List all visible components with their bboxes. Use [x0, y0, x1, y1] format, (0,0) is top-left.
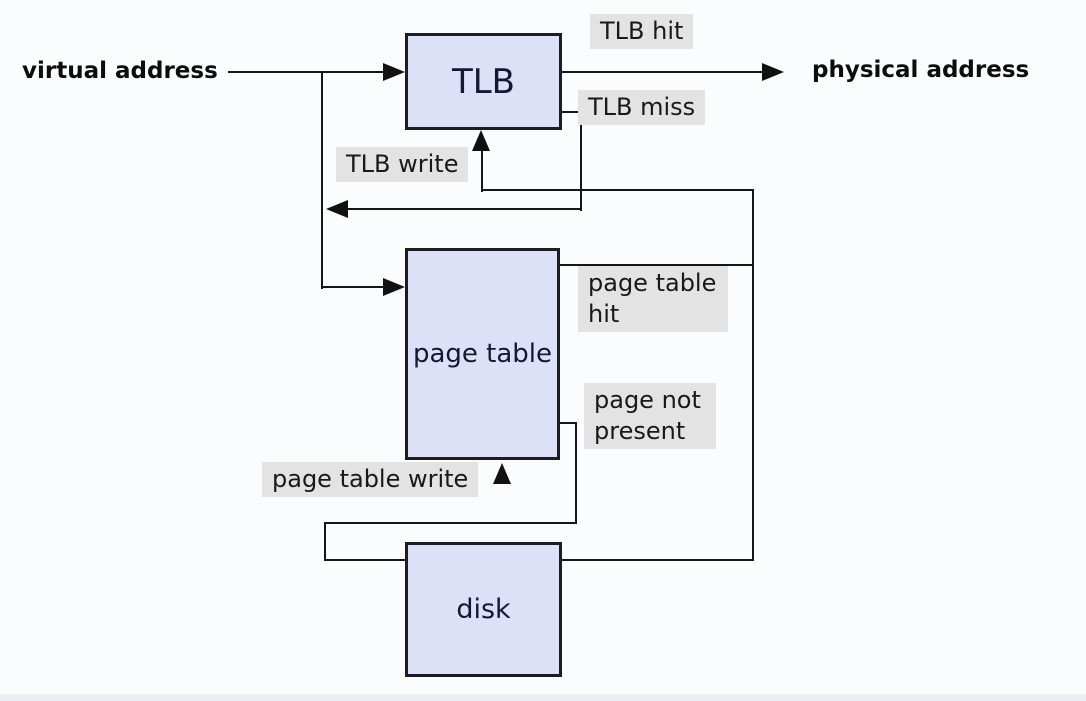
disk-node: disk	[405, 542, 562, 677]
page-table-hit-label: page table hit	[578, 266, 728, 333]
page-table-hit-line	[560, 264, 754, 266]
page-not-present-label: page not present	[584, 383, 716, 450]
page-not-present-vertical-line	[575, 422, 577, 524]
tlb-hit-label: TLB hit	[590, 14, 694, 50]
virtual-address-text: virtual address	[22, 58, 218, 84]
arrowhead-to-physical-address-icon	[762, 63, 784, 81]
disk-entry-line	[324, 559, 407, 561]
tlb-miss-stub-line	[562, 111, 582, 113]
right-return-vertical-line	[752, 189, 754, 561]
disk-approach-vertical-line	[324, 522, 326, 561]
virtual-address-branch-line	[321, 71, 323, 289]
page-not-present-stub-line	[560, 422, 577, 424]
tlb-node-label: TLB	[451, 61, 516, 102]
page-table-node: page table	[405, 248, 560, 460]
branch-to-page-table-line	[321, 286, 387, 288]
page-not-present-horizontal-line	[324, 522, 577, 524]
disk-node-label: disk	[456, 594, 511, 625]
arrowhead-into-page-table-icon	[383, 278, 405, 296]
bottom-strip	[0, 694, 1086, 701]
tlb-write-label: TLB write	[336, 147, 469, 183]
tlb-miss-label: TLB miss	[578, 90, 706, 126]
page-table-write-label: page table write	[262, 462, 479, 498]
arrowhead-tlb-write-icon	[472, 130, 490, 151]
physical-address-text: physical address	[812, 57, 1030, 83]
virtual-address-to-tlb-line	[228, 71, 386, 73]
tlb-to-physical-address-line	[562, 71, 764, 73]
arrowhead-tlb-miss-merge-icon	[326, 200, 348, 218]
arrowhead-into-tlb-icon	[383, 63, 405, 81]
tlb-write-horizontal-line	[481, 189, 754, 191]
tlb-node: TLB	[405, 33, 562, 130]
disk-output-line	[560, 559, 754, 561]
tlb-miss-vertical-line	[580, 111, 582, 211]
arrowhead-page-table-write-icon	[493, 463, 511, 484]
tlb-miss-horizontal-line	[344, 208, 582, 210]
page-table-node-label: page table	[412, 339, 553, 369]
tlb-write-vertical-line	[481, 148, 483, 192]
